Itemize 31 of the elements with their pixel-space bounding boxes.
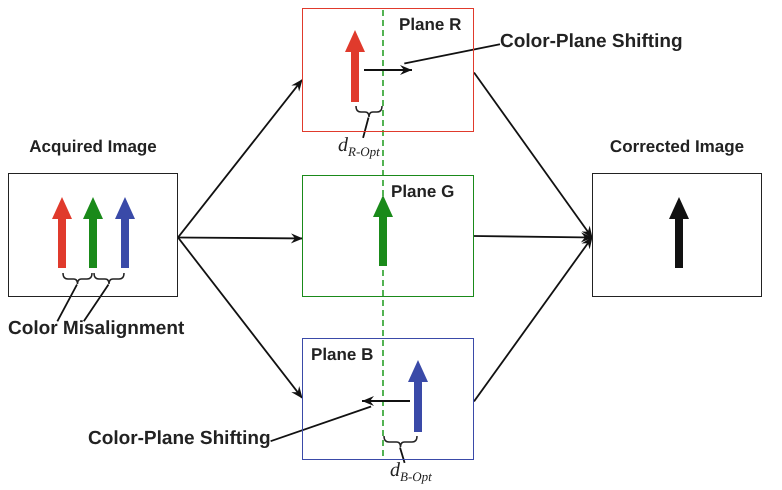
- leader-line: [404, 43, 500, 64]
- leader-line: [362, 117, 370, 138]
- curly-brace: [354, 106, 382, 118]
- leader-line: [83, 284, 110, 322]
- arrow: [177, 79, 303, 238]
- arrow: [474, 232, 593, 242]
- distance-label: d$_{R-Opt}$: [338, 134, 380, 160]
- curly-brace: [92, 272, 124, 284]
- image-frame: [302, 338, 474, 460]
- curly-brace: [62, 272, 92, 284]
- frame-title: Acquired Image: [29, 137, 157, 157]
- leader-line: [399, 447, 406, 464]
- callout-text: Color-Plane Shifting: [88, 428, 271, 450]
- image-frame: [302, 8, 474, 132]
- leader-line: [56, 284, 78, 322]
- frame-title: Corrected Image: [610, 137, 744, 157]
- shift-arrow: [364, 64, 412, 76]
- arrow: [178, 233, 303, 244]
- shift-arrow: [362, 394, 410, 406]
- arrow: [473, 236, 593, 402]
- distance-label: d$_{B-Opt}$: [390, 459, 432, 485]
- callout-text: Color-Plane Shifting: [500, 31, 683, 53]
- curly-brace: [382, 436, 418, 448]
- callout-text: Color Misalignment: [8, 318, 184, 340]
- frame-title: Plane R: [399, 15, 462, 35]
- frame-title: Plane G: [391, 182, 454, 202]
- frame-title: Plane B: [311, 345, 374, 365]
- leader-line: [270, 406, 372, 442]
- arrow: [473, 72, 593, 238]
- arrow: [177, 236, 303, 399]
- image-frame: [302, 175, 474, 297]
